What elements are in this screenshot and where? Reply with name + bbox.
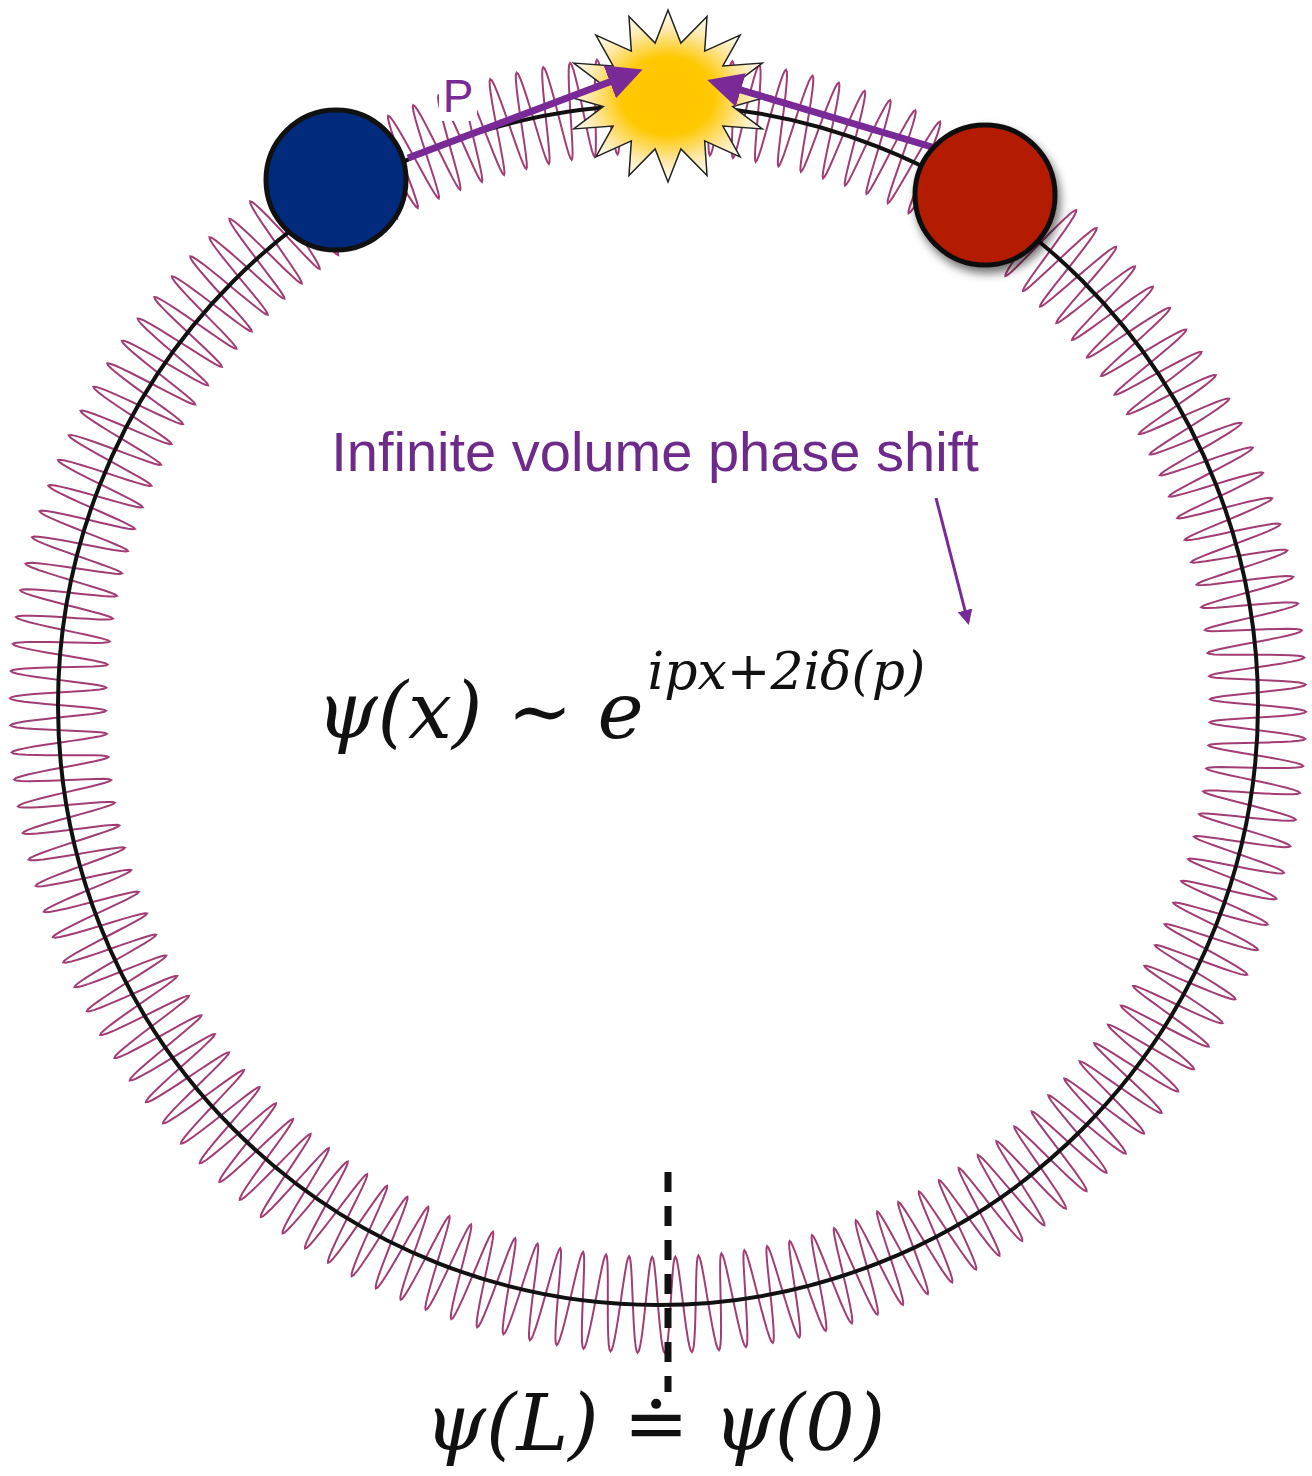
- particle-red: [915, 125, 1055, 265]
- momentum-arrow: [714, 82, 942, 150]
- boundary-cut: [665, 1172, 672, 1392]
- formula: ψ(L) ≐ ψ(0): [425, 1381, 885, 1467]
- formula: ψ(x) ∼ e: [316, 669, 643, 755]
- ring: [58, 105, 1258, 1305]
- pointer-arrow: [936, 498, 968, 622]
- wavefunction-wave: [10, 57, 1306, 1353]
- annotation: Infinite volume phase shift: [331, 421, 978, 483]
- particle-blue: [266, 110, 406, 250]
- collision-burst: [566, 10, 770, 182]
- formula-exponent: ipx+2iδ(p): [648, 643, 926, 700]
- momentum-label: P: [439, 71, 478, 122]
